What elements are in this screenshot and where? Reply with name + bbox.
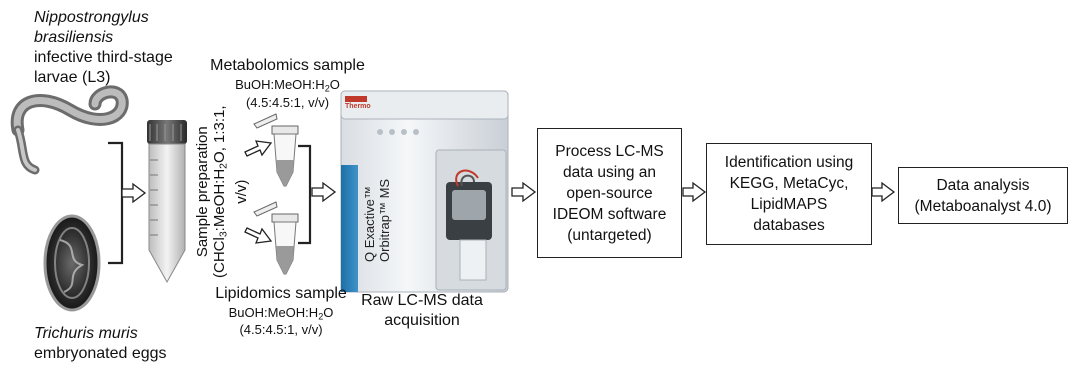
data-analysis-step-box: Data analysis (Metaboanalyst 4.0)	[898, 167, 1068, 224]
tubes-bracket	[298, 144, 312, 245]
trichuris-desc: embryonated eggs	[34, 345, 167, 362]
instrument-caption-line1: Raw LC-MS data	[361, 292, 483, 309]
nippo-name-line1: Nippostrongylus	[34, 9, 149, 26]
process-step-box: Process LC-MS data using an open-source …	[537, 128, 682, 258]
lipidomics-title: Lipidomics sample	[215, 285, 347, 302]
sample-prep-line1: Sample preparation	[194, 126, 211, 258]
instrument-caption-line2: acquisition	[384, 312, 460, 329]
identification-step-box: Identification using KEGG, MetaCyc, Lipi…	[706, 143, 872, 245]
sample-prep-line3: v/v)	[232, 179, 250, 204]
sample-prep-label: Sample preparation (CHCl3:MeOH:H2O, 1:3:…	[194, 105, 250, 278]
lipidomics-tube-image	[253, 201, 299, 275]
metabolomics-ratio: (4.5:4.5:1, v/v)	[245, 95, 330, 110]
metabolomics-title: Metabolomics sample	[210, 57, 365, 74]
larva-image	[10, 85, 129, 175]
sample-prep-line2: (CHCl3:MeOH:H2O, 1:3:1,	[211, 105, 230, 278]
egg-image	[43, 214, 101, 312]
lipidomics-ratio: (4.5:4.5:1, v/v)	[239, 322, 323, 337]
nippo-desc-line1: infective third-stage	[34, 49, 173, 66]
metabolomics-tube-image	[253, 113, 299, 187]
instrument-brand: Thermo	[345, 103, 371, 110]
trichuris-name: Trichuris muris	[34, 325, 138, 342]
falcon-tube-image	[147, 120, 187, 284]
lipidomics-solvent: BuOH:MeOH:H2O	[228, 305, 334, 322]
merge-bracket	[108, 141, 124, 265]
metabolomics-solvent: BuOH:MeOH:H2O	[235, 77, 340, 94]
mass-spectrometer-image	[340, 90, 509, 293]
nippo-desc-line2: larvae (L3)	[34, 69, 111, 86]
instrument-model: Q Exactive™ Orbitrap™ MS	[362, 178, 392, 262]
nippo-name-line2: brasiliensis	[34, 29, 114, 46]
hollow-arrows	[121, 140, 896, 244]
